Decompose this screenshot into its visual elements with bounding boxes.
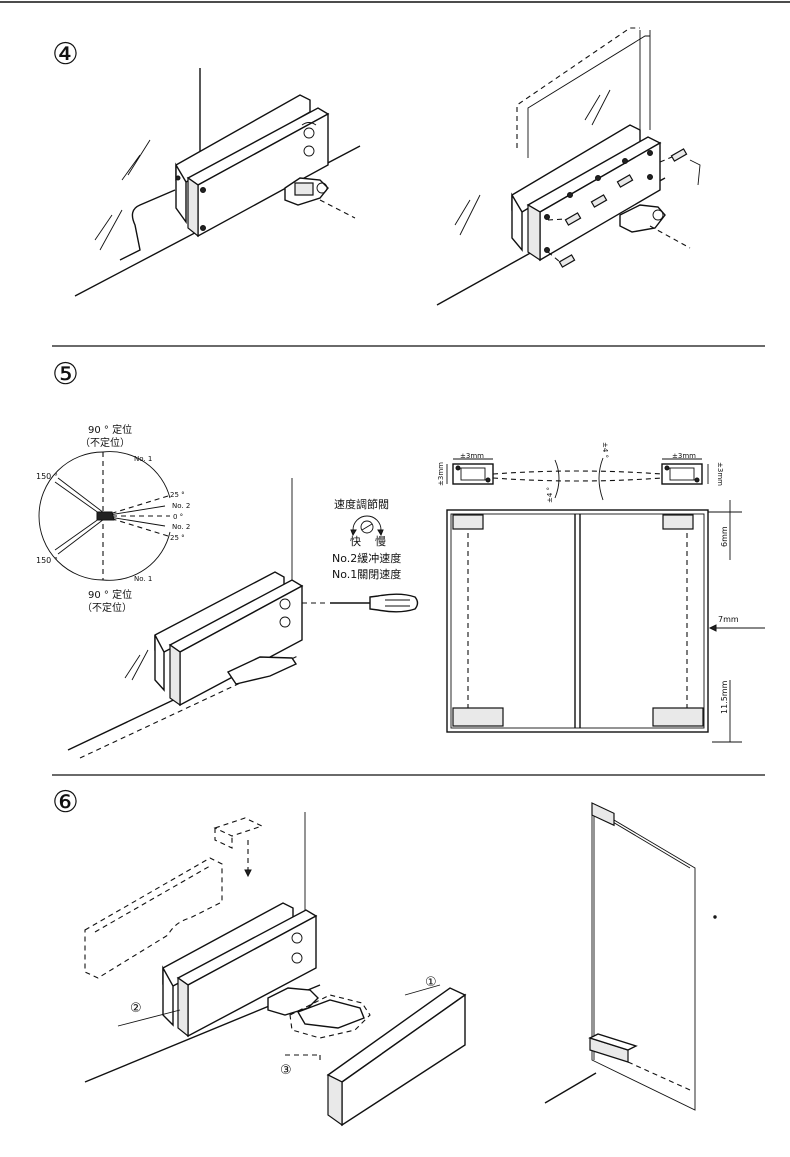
step-6-number: ⑥ [52,785,79,820]
dim-pm4-left: ±4 ° [546,487,554,503]
dim-pm3-left-h: ±3mm [460,452,484,460]
angle-0: 0 ° [173,513,183,521]
no1-bottom-label: No. 1 [134,575,152,583]
step4-right-illustration [436,27,701,306]
no1-top-label: No. 1 [134,455,152,463]
top-position-label: 90 ° 定位 [88,423,132,436]
step6-finished-door [544,802,717,1111]
slow-label: 慢 [375,535,386,548]
dim-gap-side: 7mm [718,615,739,624]
fast-label: 快 [350,535,361,548]
no2-desc: No.2緩冲速度 [332,551,401,565]
step5-adjustment-plan [446,457,765,743]
step-4-number: ④ [52,37,79,72]
bottom-position-sublabel: （不定位） [82,601,132,614]
bottom-position-label: 90 ° 定位 [88,588,132,601]
step5-closer-illustration [67,478,328,759]
angle-150-bottom: 150 ° [36,556,58,565]
dim-pm3-left-v: ±3mm [437,462,445,486]
no2-bottom-label: No. 2 [172,523,190,531]
callout-1: ① [425,975,437,990]
dim-pm3-right-v: ±3mm [716,462,724,486]
angle-150-top: 150 ° [36,472,58,481]
door-angle-diagram [38,451,171,581]
dim-pm4-right: ±4 ° [601,442,609,458]
speed-valve-title: 速度調節閥 [334,497,389,511]
dim-gap-top: 6mm [720,526,729,547]
no2-top-label: No. 2 [172,502,190,510]
callout-2: ② [130,1001,142,1016]
step-5-number: ⑤ [52,357,79,392]
step6-left-illustration [84,812,467,1127]
dim-gap-bottom: 11.5mm [720,680,729,714]
no1-desc: No.1關閉速度 [332,567,401,581]
top-position-sublabel: （不定位） [80,436,130,449]
valve-adjust-icon [350,515,384,537]
callout-3: ③ [280,1063,292,1078]
screw-set [547,148,688,268]
screwdriver-icon [330,593,419,613]
angle-25-top: 25 ° [170,491,185,499]
step4-left-illustration [74,68,361,297]
dim-pm3-right-h: ±3mm [672,452,696,460]
angle-25-bottom: 25 ° [170,534,185,542]
